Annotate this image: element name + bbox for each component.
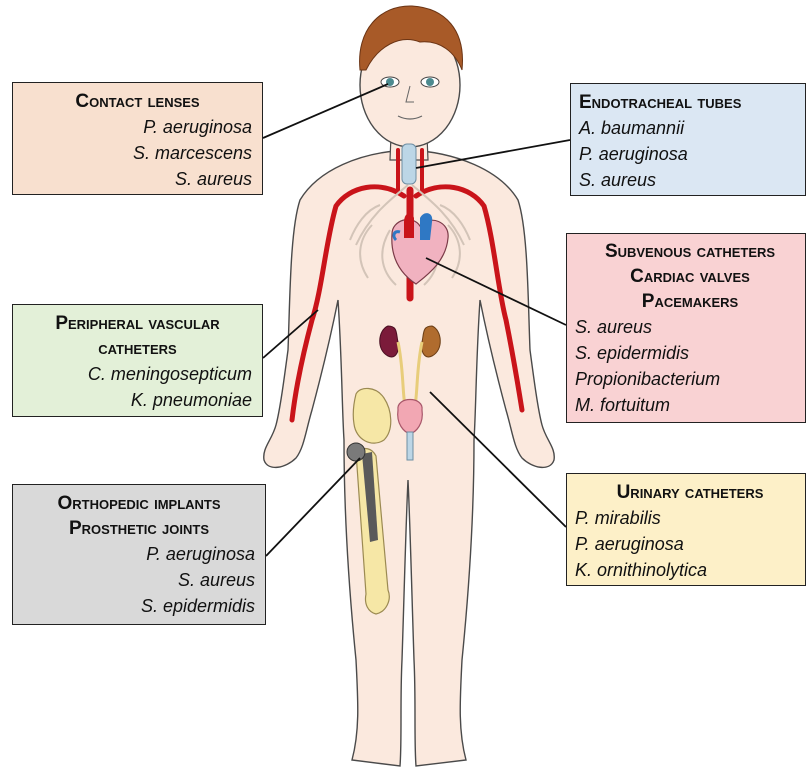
subvenous-catheters-title: Subvenous catheters bbox=[575, 239, 805, 264]
organism: A. baumannii bbox=[579, 115, 805, 141]
cardiac-valves-title: Cardiac valves bbox=[575, 264, 805, 289]
endotracheal-tubes-box: Endotracheal tubes A. baumannii P. aerug… bbox=[570, 83, 806, 196]
prosthetic-joints-title: Prosthetic joints bbox=[23, 516, 255, 541]
endotracheal-tubes-title: Endotracheal tubes bbox=[579, 90, 805, 115]
organism: K. ornithinolytica bbox=[575, 557, 805, 583]
peripheral-vascular-title: Peripheral vascular bbox=[23, 311, 252, 336]
peripheral-vascular-catheters-box: Peripheral vascular catheters C. meningo… bbox=[12, 304, 263, 417]
leader-urinary bbox=[430, 392, 566, 527]
organism: S. aureus bbox=[575, 314, 805, 340]
pacemakers-title: Pacemakers bbox=[575, 289, 805, 314]
organism: S. marcescens bbox=[23, 140, 252, 166]
contact-lenses-box: Contact lenses P. aeruginosa S. marcesce… bbox=[12, 82, 263, 195]
organism: S. aureus bbox=[23, 166, 252, 192]
urinary-catheters-box: Urinary catheters P. mirabilis P. aerugi… bbox=[566, 473, 806, 586]
organism: P. aeruginosa bbox=[575, 531, 805, 557]
subvenous-catheters-box: Subvenous catheters Cardiac valves Pacem… bbox=[566, 233, 806, 423]
organism: S. aureus bbox=[23, 567, 255, 593]
leader-endotracheal bbox=[416, 140, 570, 168]
organism: P. aeruginosa bbox=[23, 114, 252, 140]
urinary-catheters-title: Urinary catheters bbox=[575, 480, 805, 505]
organism: S. epidermidis bbox=[23, 593, 255, 619]
leader-peripheral bbox=[263, 310, 318, 358]
leader-contact-lenses bbox=[263, 84, 388, 138]
organism: M. fortuitum bbox=[575, 392, 805, 418]
organism: P. aeruginosa bbox=[579, 141, 805, 167]
organism: Propionibacterium bbox=[575, 366, 805, 392]
organism: S. epidermidis bbox=[575, 340, 805, 366]
leader-orthopedic bbox=[266, 458, 360, 556]
catheters-title: catheters bbox=[23, 336, 252, 361]
contact-lenses-title: Contact lenses bbox=[23, 89, 252, 114]
orthopedic-implants-title: Orthopedic implants bbox=[23, 491, 255, 516]
leader-subvenous bbox=[426, 258, 566, 325]
organism: S. aureus bbox=[579, 167, 805, 193]
organism: C. meningosepticum bbox=[23, 361, 252, 387]
organism: P. aeruginosa bbox=[23, 541, 255, 567]
orthopedic-implants-box: Orthopedic implants Prosthetic joints P.… bbox=[12, 484, 266, 625]
organism: P. mirabilis bbox=[575, 505, 805, 531]
organism: K. pneumoniae bbox=[23, 387, 252, 413]
